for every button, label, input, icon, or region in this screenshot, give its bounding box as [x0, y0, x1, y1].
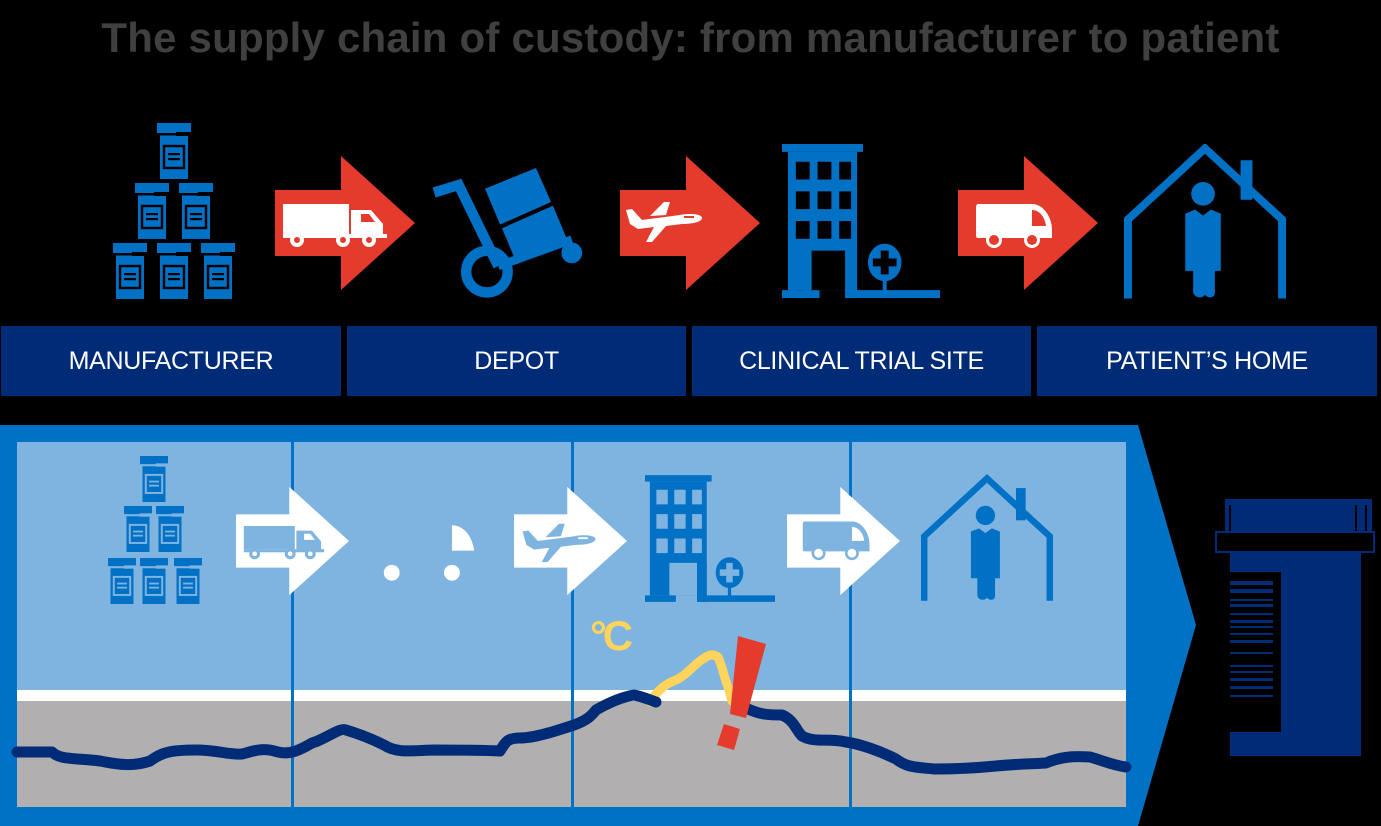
- medicine-bottles-icon: [107, 456, 203, 604]
- stage-label: PATIENT’S HOME: [1106, 346, 1308, 375]
- house-person-icon: [921, 472, 1053, 604]
- transport-arrow-truck: [275, 156, 415, 290]
- temperature-trace-line: [11, 689, 662, 771]
- transport-arrow-van: [787, 478, 900, 604]
- hand-truck-icon: [428, 168, 593, 300]
- stage-clinical-trial-site: CLINICAL TRIAL SITE: [692, 326, 1031, 396]
- stage-label: DEPOT: [474, 346, 559, 375]
- medicine-bottle-barcode-icon: [1215, 499, 1375, 756]
- hospital-building-icon: [645, 473, 775, 604]
- temperature-unit-label: °C: [590, 612, 633, 659]
- house-person-icon: [1124, 144, 1286, 299]
- medicine-bottles-icon: [113, 123, 237, 299]
- stage-manufacturer: MANUFACTURER: [1, 326, 341, 396]
- van-icon: [974, 200, 1056, 250]
- truck-icon: [243, 526, 325, 560]
- hand-truck-icon: [363, 515, 484, 586]
- hospital-building-icon: [782, 143, 940, 299]
- transport-arrow-van: [958, 156, 1098, 290]
- transport-arrow-truck: [236, 478, 349, 604]
- stage-label: CLINICAL TRIAL SITE: [739, 346, 984, 375]
- van-icon: [802, 521, 870, 561]
- temperature-excursion-line: [645, 650, 737, 707]
- transport-arrow-airplane: [514, 478, 627, 604]
- airplane-icon: [624, 196, 704, 246]
- airplane-icon: [522, 523, 596, 563]
- truck-icon: [283, 204, 387, 248]
- alert-icon: [712, 634, 772, 754]
- stage-patients-home: PATIENT’S HOME: [1037, 326, 1377, 396]
- stage-depot: DEPOT: [347, 326, 686, 396]
- stage-label: MANUFACTURER: [68, 346, 274, 375]
- page-title: The supply chain of custody: from manufa…: [101, 14, 1280, 61]
- transport-arrow-airplane: [620, 156, 760, 290]
